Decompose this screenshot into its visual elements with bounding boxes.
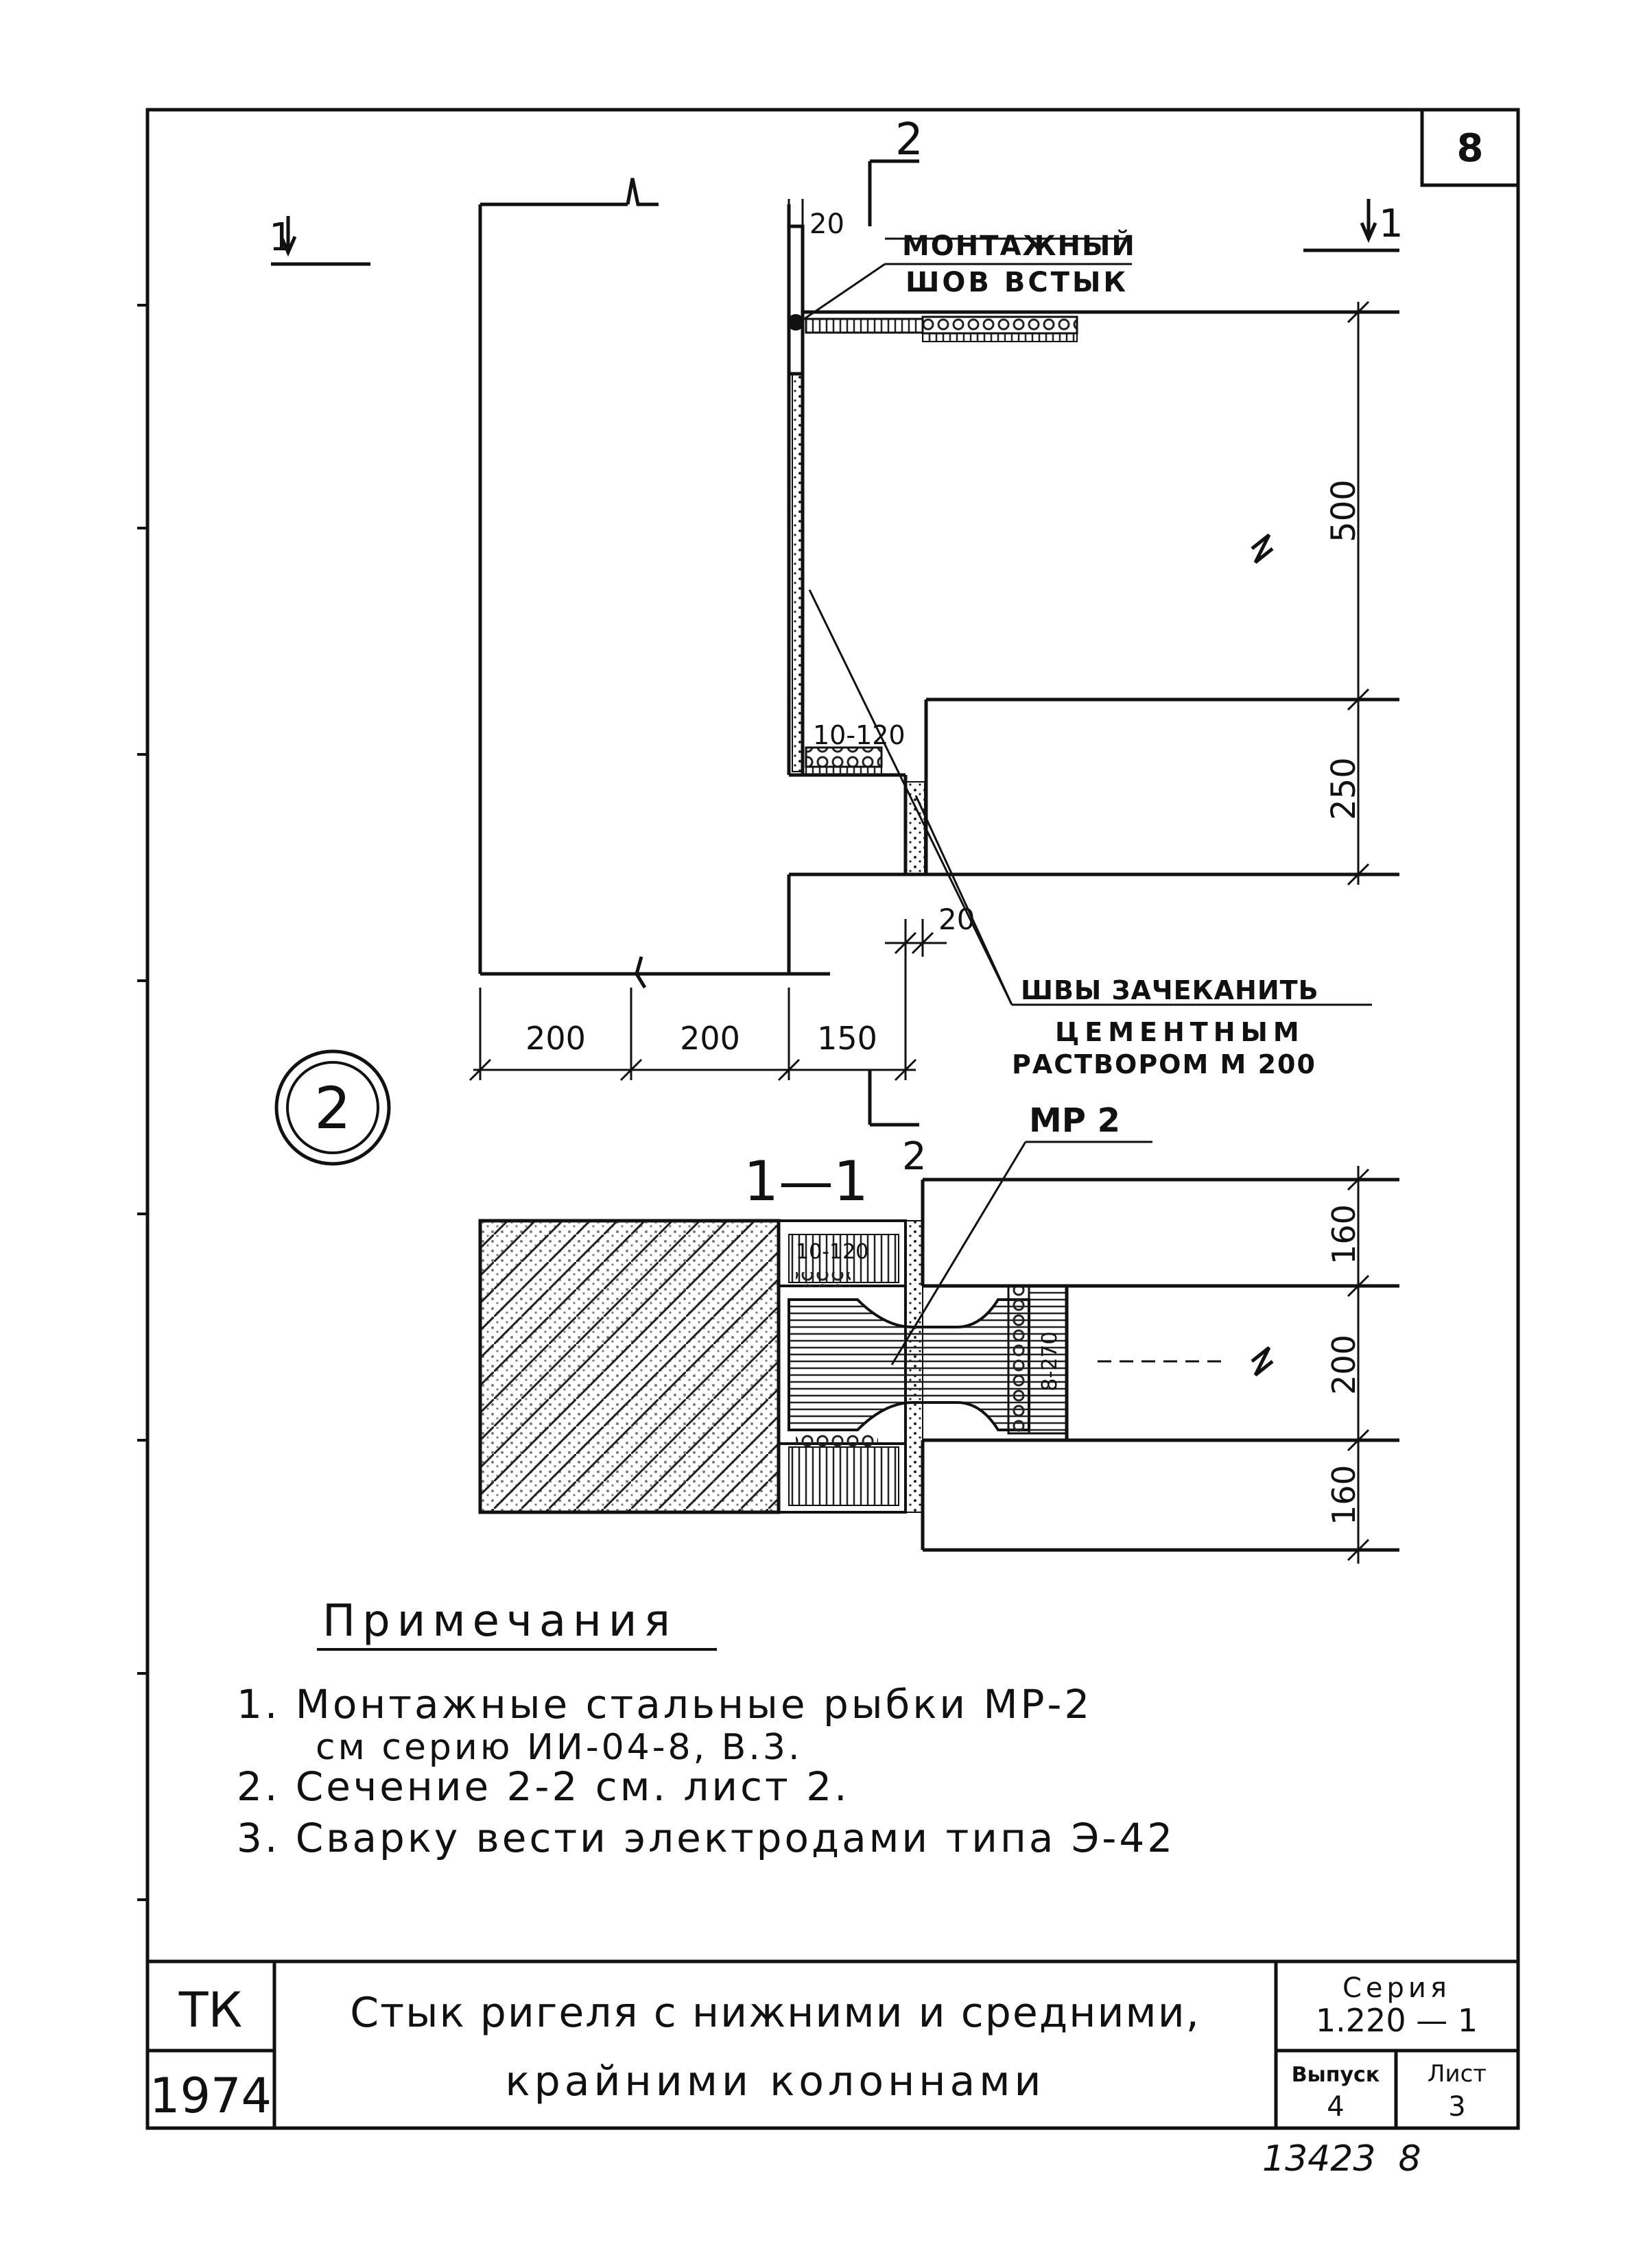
detail-bubble-inner xyxy=(286,1061,379,1154)
section-mark-2-top xyxy=(868,159,919,226)
grout-section xyxy=(905,1220,923,1513)
note-3: 3. Сварку вести электродами типа Э-42 xyxy=(237,1815,1175,1861)
grout-label-line3: РАСТВОРОМ М 200 xyxy=(1012,1049,1316,1079)
dim-160-top: 160 xyxy=(1325,1204,1362,1265)
grout-joint-console xyxy=(905,781,925,875)
dim-500: 500 xyxy=(1325,479,1363,542)
sheet-badge: 8 xyxy=(1457,126,1484,171)
dim-10-120-section: 10-120 xyxy=(796,1240,868,1264)
section-mark-2-bottom xyxy=(868,1070,919,1127)
dimension-lines xyxy=(469,199,1399,1082)
dim-150: 150 xyxy=(817,1020,877,1057)
series-label: Серия xyxy=(1342,1972,1451,2004)
sheet-label: Лист xyxy=(1428,2060,1487,2088)
notes-heading: Примечания xyxy=(322,1596,677,1647)
handwritten-number: 13423 8 xyxy=(1262,2138,1421,2180)
issue-value: 4 xyxy=(1327,2091,1344,2123)
note-1-line1: 1. Монтажные стальные рыбки МР-2 xyxy=(237,1681,1092,1728)
elevation-view xyxy=(478,178,1399,989)
bottom-weld-seam xyxy=(805,746,883,768)
section-mark-1-right xyxy=(1303,199,1399,252)
top-fish-plate xyxy=(921,315,1078,335)
mp2-label: МР 2 xyxy=(1029,1101,1120,1140)
section-title: 1—1 xyxy=(744,1149,868,1213)
top-weld-seam xyxy=(805,318,924,334)
title-block-frame xyxy=(147,1959,1518,2128)
issue-label: Выпуск xyxy=(1292,2063,1380,2087)
detail-number: 2 xyxy=(314,1075,351,1142)
dim-200-v: 200 xyxy=(1325,1335,1362,1395)
sheet-value: 3 xyxy=(1448,2091,1465,2123)
weld-label-line2: ШОВ ВСТЫК xyxy=(906,267,1128,298)
margin-ticks xyxy=(137,304,147,1901)
dim-250: 250 xyxy=(1325,757,1363,820)
title-year: 1974 xyxy=(150,2068,272,2124)
dim-200-b: 200 xyxy=(680,1020,740,1057)
weld-label-line1: МОНТАЖНЫЙ xyxy=(902,229,1136,262)
dim-8-270: 8-270 xyxy=(1038,1331,1062,1391)
dim-200-a: 200 xyxy=(525,1020,586,1057)
note-2: 2. Сечение 2-2 см. лист 2. xyxy=(237,1763,850,1810)
title-line1: Стык ригеля с нижними и средними, xyxy=(350,1989,1200,2037)
section-mark-1-left-label: 1 xyxy=(269,215,294,260)
section-mark-1-right-label: 1 xyxy=(1379,202,1404,246)
note-1-line2: см серию ИИ-04-8, В.3. xyxy=(316,1727,803,1768)
section-mark-2-bottom-label: 2 xyxy=(902,1134,927,1179)
section-mark-2-top-label: 2 xyxy=(895,115,923,165)
title-org: ТК xyxy=(178,1982,242,2038)
dim-160-bottom: 160 xyxy=(1325,1465,1362,1525)
dim-20-bottom: 20 xyxy=(938,903,975,936)
series-value: 1.220 — 1 xyxy=(1316,2002,1478,2039)
detail-bubble-outer xyxy=(274,1049,391,1166)
dim-20-top: 20 xyxy=(809,208,844,240)
sheet-border xyxy=(145,108,1520,2130)
section-mark-1-left xyxy=(271,216,370,266)
grout-label-line2: ЦЕМЕНТНЫМ xyxy=(1055,1017,1305,1047)
grout-joint-vertical xyxy=(792,373,803,772)
grout-label-line1: ШВЫ ЗАЧЕКАНИТЬ xyxy=(1021,975,1319,1005)
title-line2: крайними колоннами xyxy=(505,2057,1045,2105)
dim-10-120: 10-120 xyxy=(813,720,906,750)
sheet-badge-box xyxy=(1420,108,1520,187)
